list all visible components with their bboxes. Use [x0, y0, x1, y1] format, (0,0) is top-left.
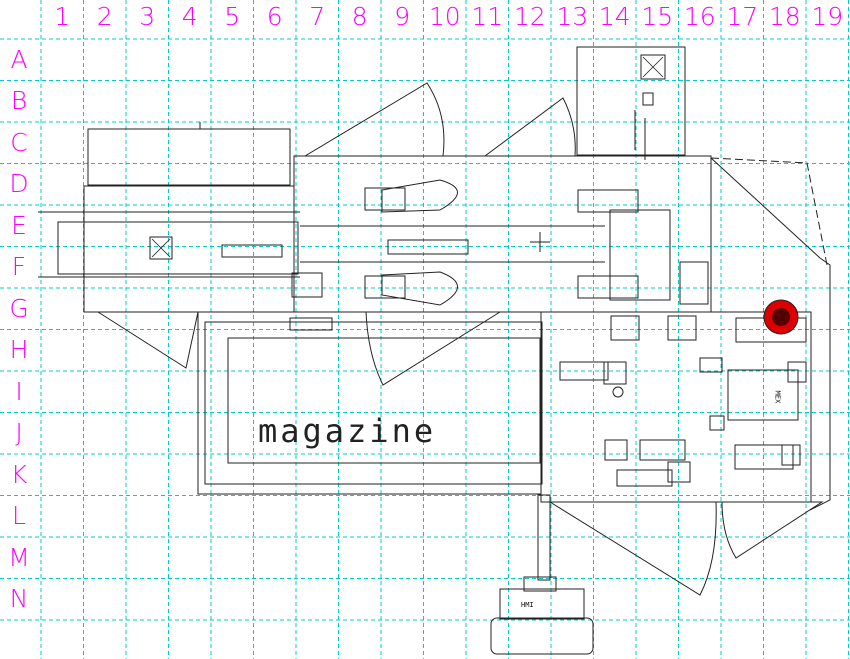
grid-row-label: M	[8, 542, 30, 572]
grid-column-label: 15	[641, 2, 674, 31]
grid-row-label: E	[11, 210, 27, 240]
grid-column-label: 8	[351, 2, 368, 31]
side-box-label: MEX	[773, 390, 782, 404]
grid-column-label: 7	[309, 2, 326, 31]
grid-column-label: 1	[54, 2, 71, 31]
grid-column-label: 16	[683, 2, 716, 31]
grid-row-label: F	[11, 252, 27, 282]
grid-row-label: D	[9, 169, 29, 199]
grid-column-label: 10	[428, 2, 461, 31]
gate-box	[576, 46, 686, 156]
left-cabinet	[87, 128, 291, 186]
grid-row-label: H	[9, 335, 29, 365]
grid-column-label: 19	[811, 2, 844, 31]
grid-column-label: 2	[96, 2, 113, 31]
hmi-label: HMI	[521, 601, 534, 609]
grid-column-label: 3	[139, 2, 156, 31]
grid-column-label: 5	[224, 2, 241, 31]
grid-row-label: I	[15, 376, 23, 406]
grid-column-label: 4	[181, 2, 198, 31]
grid-row-label: C	[10, 127, 28, 157]
grid-row-label: G	[9, 293, 29, 323]
grid-column-label: 17	[726, 2, 759, 31]
gate-fan-icon	[640, 54, 666, 80]
grid-row-label: J	[15, 418, 23, 448]
hmi-arm	[537, 494, 551, 581]
grid-column-label: 18	[768, 2, 801, 31]
grid-row-label: K	[10, 459, 28, 489]
grid-row-label: N	[9, 584, 29, 614]
magazine-label: magazine	[258, 412, 437, 450]
grid-column-label: 11	[471, 2, 504, 31]
grid-row-label: A	[10, 44, 28, 74]
grid-column-label: 13	[556, 2, 589, 31]
grid-column-label: 14	[598, 2, 631, 31]
infeed-conveyor	[83, 185, 295, 313]
grid-row-label: L	[12, 501, 26, 531]
hmi-panel	[499, 588, 585, 620]
grid-column-label: 9	[394, 2, 411, 31]
grid-column-label: 6	[266, 2, 283, 31]
grid-column-label: 12	[513, 2, 546, 31]
grid-row-label: B	[10, 86, 28, 116]
